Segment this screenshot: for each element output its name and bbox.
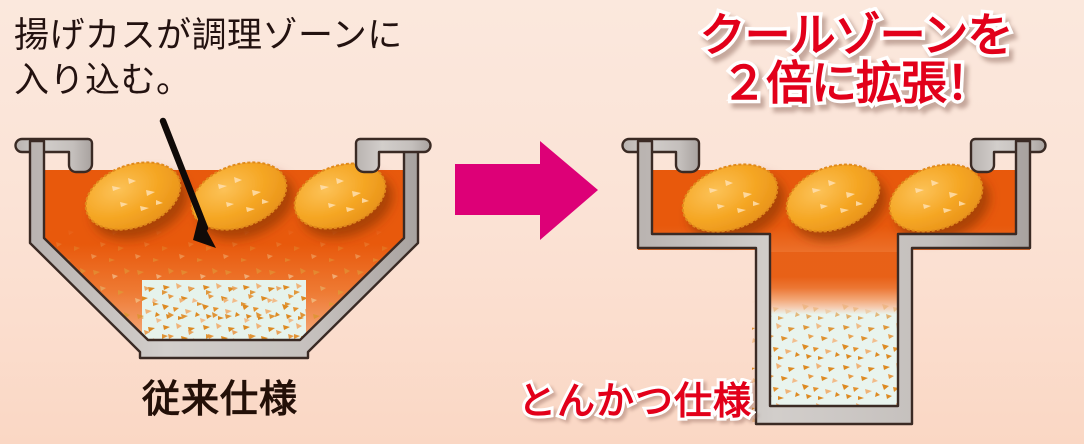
left-caption: 揚げカスが調理ゾーンに 入り込む。 [14, 16, 403, 101]
transition-arrow [455, 141, 598, 240]
right-food-pieces [681, 163, 984, 233]
right-headline: クールゾーンを ２倍に拡張！ [696, 8, 1017, 110]
label-conventional-spec: 従来仕様 [141, 377, 298, 421]
label-tonkatsu-spec: とんかつ仕様 [515, 376, 754, 426]
crumb-annotation-arrow [159, 117, 216, 248]
left-fryer-vessel [14, 137, 432, 360]
left-food-pieces [84, 161, 387, 231]
